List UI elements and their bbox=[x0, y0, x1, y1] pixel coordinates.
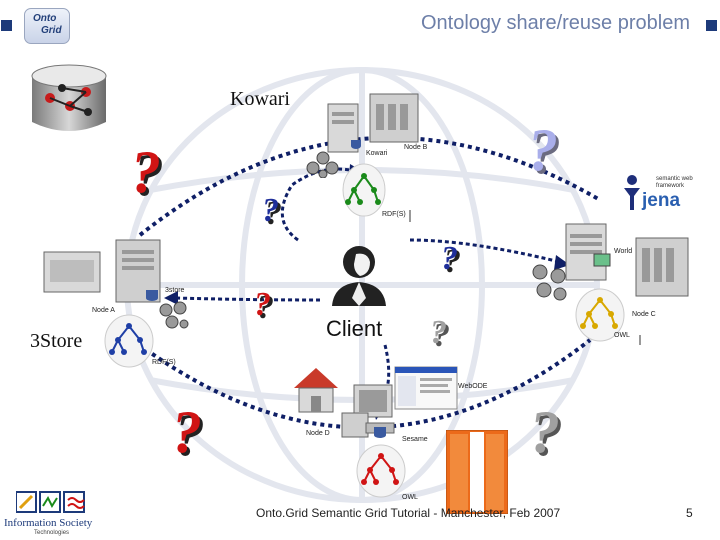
threestore-format-label: RDF(S) bbox=[152, 359, 176, 366]
question-mark-red-3: ? bbox=[172, 399, 202, 465]
node-c-label: Node C bbox=[632, 311, 656, 318]
slide-footer: Onto.Grid Semantic Grid Tutorial - Manch… bbox=[256, 506, 561, 520]
ist-logo-line2: Technologies bbox=[34, 530, 70, 536]
node-a-label: Node A bbox=[92, 307, 115, 314]
question-mark-red-1: ? bbox=[131, 139, 161, 205]
jena-logo-word: jena bbox=[642, 190, 681, 211]
jena-connector-icon bbox=[532, 264, 567, 301]
threestore-connector-icon bbox=[159, 301, 189, 329]
sesame-ontology-tree-icon bbox=[356, 444, 406, 498]
jena-server-label: World bbox=[614, 248, 633, 255]
arrow-to-kowari bbox=[280, 167, 351, 242]
arrow-to-jena bbox=[409, 238, 561, 264]
jena-format-label: OWL bbox=[614, 332, 630, 339]
question-mark-grey-1: ? bbox=[430, 314, 447, 351]
sesame-server-label: Sesame bbox=[402, 436, 428, 443]
threestore-server-label: 3store bbox=[165, 287, 185, 294]
question-mark-blue-2: ? bbox=[441, 240, 458, 277]
kowari-ontology-tree-icon bbox=[342, 163, 386, 217]
client-user-icon bbox=[332, 246, 386, 306]
house-icon bbox=[294, 368, 338, 413]
kowari-format-label: RDF(S) bbox=[382, 211, 406, 218]
arrow-to-sesame bbox=[376, 344, 391, 411]
question-mark-lilac-1: ? bbox=[528, 117, 558, 183]
jena-figure-icon bbox=[624, 175, 640, 210]
ist-logo-icons bbox=[16, 491, 85, 513]
ist-logo-line1: Information Society bbox=[4, 517, 93, 529]
ist-logo: Information Society Technologies bbox=[4, 490, 98, 538]
jena-ontology-tree-icon bbox=[575, 288, 625, 342]
node-d-label: Node D bbox=[306, 430, 330, 437]
jena-logo: semantic web framework jena bbox=[622, 170, 702, 216]
sesame-computer-icon bbox=[341, 384, 395, 438]
node-b-label: Node B bbox=[404, 144, 428, 151]
kowari-server-icon bbox=[327, 93, 419, 153]
logo-text-1: Onto bbox=[33, 13, 57, 24]
question-mark-red-2: ? bbox=[254, 286, 271, 323]
question-mark-blue-1: ? bbox=[262, 192, 279, 229]
question-mark-grey-2: ? bbox=[530, 399, 560, 465]
jena-server-icon bbox=[565, 223, 689, 297]
dotted-arc-bottom bbox=[118, 328, 592, 430]
arrow-to-3store bbox=[174, 296, 321, 302]
page-number: 5 bbox=[686, 506, 693, 520]
threestore-ontology-tree-icon bbox=[104, 314, 154, 368]
jena-logo-line1: semantic web bbox=[656, 176, 693, 182]
header-square-left bbox=[1, 20, 12, 31]
logo-text-2: Grid bbox=[41, 25, 62, 36]
jena-logo-line2: framework bbox=[656, 183, 685, 189]
webode-window-icon bbox=[394, 366, 458, 410]
ontogrid-logo: Onto Grid bbox=[24, 8, 70, 44]
kowari-label: Kowari bbox=[230, 88, 290, 110]
client-label: Client bbox=[326, 316, 383, 341]
threestore-server-icon bbox=[43, 239, 161, 303]
sesame-format-label: OWL bbox=[402, 494, 418, 501]
orange-block-icon bbox=[446, 430, 508, 514]
database-icon bbox=[31, 64, 107, 131]
kowari-server-label: Kowari bbox=[366, 150, 388, 157]
slide-title: Ontology share/reuse problem bbox=[420, 12, 690, 34]
kowari-connector-icon bbox=[306, 151, 339, 178]
header-square-right bbox=[706, 20, 717, 31]
dotted-arc-top bbox=[138, 135, 602, 237]
threestore-label: 3Store bbox=[30, 330, 83, 352]
webode-label: WebODE bbox=[458, 383, 488, 390]
